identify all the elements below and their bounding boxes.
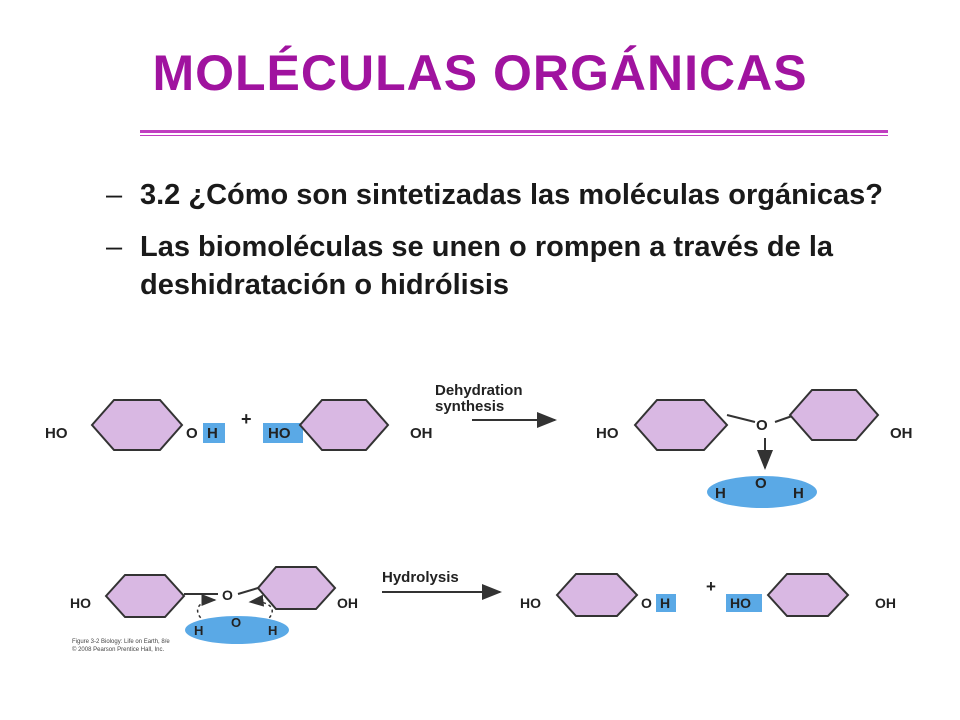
h-atom-label: H <box>715 485 726 502</box>
ho-group-label: HO <box>268 425 291 442</box>
bullet-dash: – <box>106 179 123 211</box>
water-molecule <box>185 616 289 644</box>
bullet-list: – 3.2 ¿Cómo son sintetizadas las molécul… <box>106 176 926 318</box>
plus-sign: + <box>241 409 252 429</box>
sugar-ring <box>788 389 880 441</box>
hydrolysis-reaction: HO O OH H O H Hydrolysis HO O H + HO <box>70 566 896 644</box>
ho-group-label: HO <box>520 595 541 611</box>
h-atom-label: H <box>194 623 203 638</box>
o-atom-label: O <box>755 475 767 492</box>
bullet-item: – 3.2 ¿Cómo son sintetizadas las molécul… <box>106 176 926 214</box>
o-atom-label: O <box>186 425 198 442</box>
glycosidic-bond <box>237 587 259 595</box>
dehydration-label: Dehydration <box>435 382 523 399</box>
oh-group-label: OH <box>875 595 896 611</box>
glycosidic-bond <box>726 414 756 423</box>
bullet-text: Las biomoléculas se unen o rompen a trav… <box>140 231 834 301</box>
ho-group-label: HO <box>70 595 91 611</box>
slide-title: MOLÉCULAS ORGÁNICAS <box>152 45 808 101</box>
oh-group-label: OH <box>410 425 433 442</box>
h-atom-label: H <box>268 623 277 638</box>
sugar-ring <box>766 573 850 617</box>
hydrolysis-curve-arrow <box>248 594 273 623</box>
ho-group-label: HO <box>45 425 68 442</box>
hydrolysis-curve-arrow <box>196 594 217 623</box>
reaction-diagram: HO O H + HO OH Dehydration synthesis HO … <box>45 382 913 653</box>
sugar-ring <box>298 399 390 451</box>
o-atom-label: O <box>222 587 233 603</box>
sugar-ring <box>555 573 639 617</box>
figure-credit: Figure 3-2 Biology: Life on Earth, 8/e <box>72 639 170 645</box>
hydrogen-highlight <box>203 423 225 443</box>
oh-group-label: OH <box>337 595 358 611</box>
sugar-ring <box>256 566 337 610</box>
hydroxyl-highlight <box>263 423 303 443</box>
hydroxyl-highlight <box>726 594 762 612</box>
ho-group-label: HO <box>730 595 751 611</box>
h-atom-label: H <box>793 485 804 502</box>
water-molecule <box>707 476 817 508</box>
hydrolysis-label: Hydrolysis <box>382 569 459 586</box>
o-atom-label: O <box>231 615 241 630</box>
sugar-ring <box>104 574 186 618</box>
oh-group-label: OH <box>890 425 913 442</box>
sugar-ring <box>633 399 729 451</box>
figure-credit-2: © 2008 Pearson Prentice Hall, Inc. <box>72 646 164 653</box>
hydrogen-highlight <box>656 594 676 612</box>
sugar-ring <box>90 399 184 451</box>
dehydration-label-2: synthesis <box>435 398 504 415</box>
bullet-dash: – <box>106 231 123 263</box>
h-atom-label: H <box>660 595 670 611</box>
ho-group-label: HO <box>596 425 619 442</box>
bullet-text: 3.2 ¿Cómo son sintetizadas las moléculas… <box>140 179 883 211</box>
dehydration-reaction: HO O H + HO OH Dehydration synthesis HO … <box>45 382 913 508</box>
bullet-item: – Las biomoléculas se unen o rompen a tr… <box>106 228 926 304</box>
o-atom-label: O <box>756 417 768 434</box>
plus-sign: + <box>706 577 716 596</box>
title-divider <box>140 130 888 136</box>
o-atom-label: O <box>641 595 652 611</box>
h-atom-label: H <box>207 425 218 442</box>
